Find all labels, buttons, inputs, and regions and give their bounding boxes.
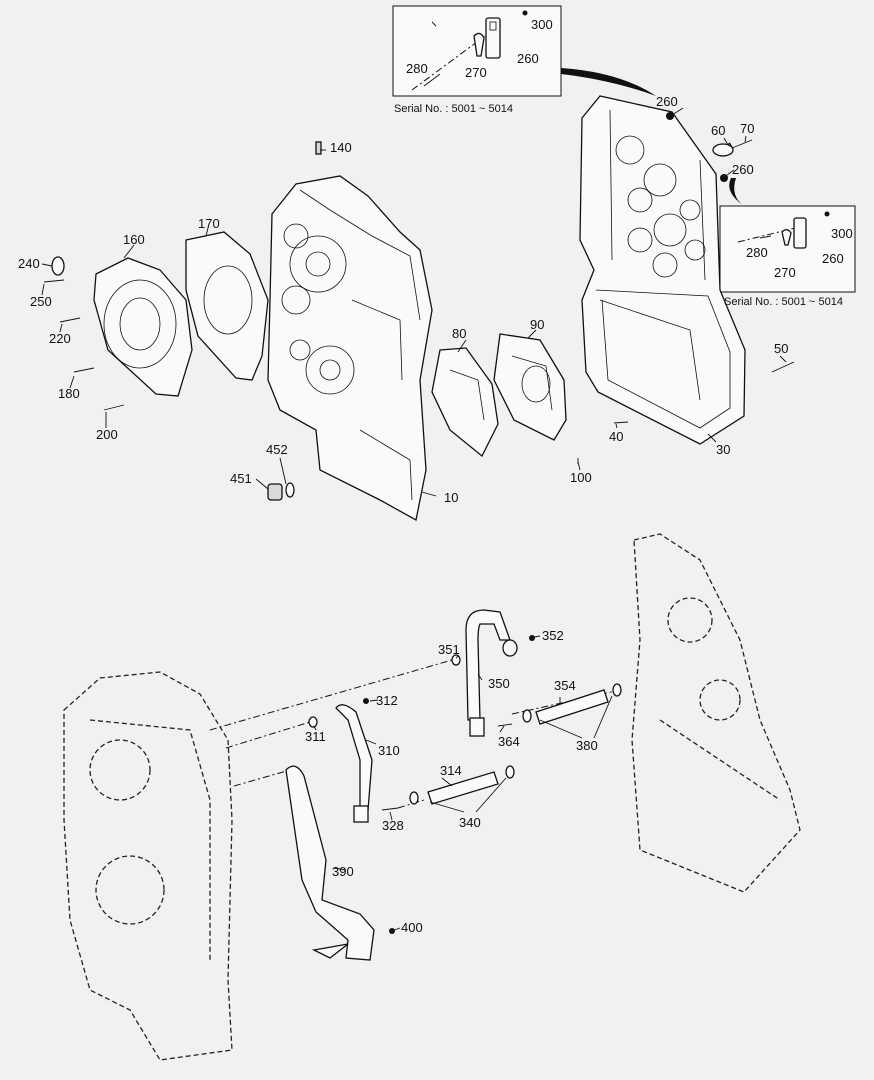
gasket bbox=[185, 231, 269, 381]
callout-451: 451 bbox=[230, 471, 252, 486]
callout-270: 270 bbox=[774, 265, 796, 280]
callout-351: 351 bbox=[438, 642, 460, 657]
inset-arrow-top bbox=[561, 68, 656, 96]
callout-300: 300 bbox=[831, 226, 853, 241]
callout-200: 200 bbox=[96, 427, 118, 442]
callout-40: 40 bbox=[609, 429, 623, 444]
callout-400: 400 bbox=[401, 920, 423, 935]
drain-plug-parts bbox=[267, 482, 295, 501]
rear-housing bbox=[579, 95, 746, 445]
callout-160: 160 bbox=[123, 232, 145, 247]
inset-arrow-right bbox=[729, 178, 744, 206]
callout-30: 30 bbox=[716, 442, 730, 457]
callout-70: 70 bbox=[740, 121, 754, 136]
callout-311: 311 bbox=[305, 729, 326, 744]
cover bbox=[43, 256, 193, 411]
callout-380: 380 bbox=[576, 738, 598, 753]
serial-inset-right bbox=[719, 205, 856, 293]
shield-90 bbox=[493, 333, 567, 441]
tube-314 bbox=[409, 765, 515, 805]
callout-312: 312 bbox=[376, 693, 398, 708]
callout-90: 90 bbox=[530, 317, 544, 332]
callout-240: 240 bbox=[18, 256, 40, 271]
callout-80: 80 bbox=[452, 326, 466, 341]
callout-50: 50 bbox=[774, 341, 788, 356]
phantom-housing-left bbox=[63, 671, 233, 1061]
callout-270: 270 bbox=[465, 65, 487, 80]
callout-220: 220 bbox=[49, 331, 71, 346]
callout-452: 452 bbox=[266, 442, 288, 457]
callout-310: 310 bbox=[378, 743, 400, 758]
callout-390: 390 bbox=[332, 864, 354, 879]
callout-180: 180 bbox=[58, 386, 80, 401]
tube-354 bbox=[522, 683, 622, 725]
serial-note-right: Serial No. : 5001 ~ 5014 bbox=[724, 296, 843, 308]
callout-170: 170 bbox=[198, 216, 220, 231]
rear-housing-bolts bbox=[613, 112, 795, 424]
callout-352: 352 bbox=[542, 628, 564, 643]
leader-lines bbox=[41, 21, 787, 931]
callout-100: 100 bbox=[570, 470, 592, 485]
phantom-housing-right bbox=[631, 533, 801, 893]
callout-260: 260 bbox=[517, 51, 539, 66]
pipe-310 bbox=[335, 704, 373, 823]
callout-260: 260 bbox=[732, 162, 754, 177]
callout-280: 280 bbox=[746, 245, 768, 260]
callout-250: 250 bbox=[30, 294, 52, 309]
pipe-350 bbox=[465, 609, 518, 737]
small-fittings bbox=[308, 635, 535, 934]
main-housing bbox=[267, 141, 433, 522]
callout-300: 300 bbox=[531, 17, 553, 32]
callout-260: 260 bbox=[822, 251, 844, 266]
pipe-390 bbox=[285, 765, 375, 961]
callout-10: 10 bbox=[444, 490, 458, 505]
shield-80 bbox=[431, 347, 499, 458]
callout-340: 340 bbox=[459, 815, 481, 830]
serial-note-top: Serial No. : 5001 ~ 5014 bbox=[394, 103, 513, 115]
callout-354: 354 bbox=[554, 678, 576, 693]
callout-60: 60 bbox=[711, 123, 725, 138]
callout-328: 328 bbox=[382, 818, 404, 833]
callout-260: 260 bbox=[656, 94, 678, 109]
serial-inset-top bbox=[392, 5, 562, 97]
callout-140: 140 bbox=[330, 140, 352, 155]
callout-364: 364 bbox=[498, 734, 520, 749]
callout-350: 350 bbox=[488, 676, 510, 691]
callout-280: 280 bbox=[406, 61, 428, 76]
callout-314: 314 bbox=[440, 763, 462, 778]
